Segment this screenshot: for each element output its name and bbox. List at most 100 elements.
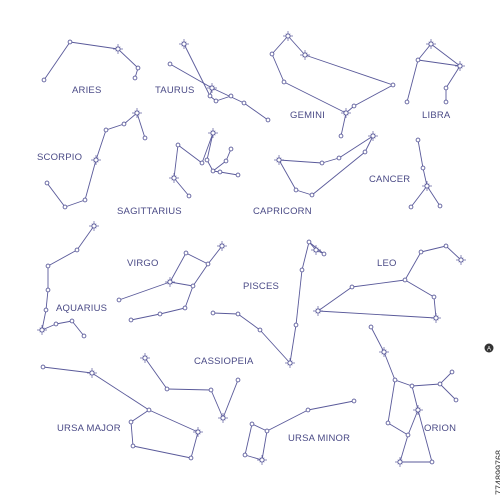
constellation-line (219, 171, 239, 176)
star-icon (408, 204, 414, 210)
constellation-line (130, 409, 150, 423)
constellation-ursa-major (40, 364, 203, 461)
star-icon (415, 57, 421, 63)
label-aries: ARIES (72, 85, 102, 96)
star-core (428, 41, 434, 47)
bright-star-icon (311, 245, 321, 255)
constellation-line (399, 434, 409, 463)
bright-star-icon (456, 255, 466, 265)
constellation-line (410, 185, 428, 208)
constellation-line (207, 245, 223, 265)
constellation-line (144, 357, 168, 390)
star-core (195, 429, 201, 435)
constellation-line (289, 324, 297, 364)
label-sagittarius: SAGITTARIUS (117, 206, 182, 217)
star-core (210, 130, 216, 136)
constellation-line (91, 372, 150, 411)
star-icon (188, 455, 194, 461)
constellation-line (212, 160, 227, 172)
star-icon (249, 421, 255, 427)
constellation-line (295, 189, 313, 196)
bright-star-icon (113, 44, 123, 54)
star-icon (205, 261, 211, 267)
star-icon (242, 452, 248, 458)
constellation-line (136, 112, 146, 139)
star-core (313, 247, 319, 253)
constellation-aquarius (37, 221, 99, 339)
star-icon (62, 204, 68, 210)
star-icon (437, 381, 443, 387)
constellation-line (394, 379, 413, 387)
bright-star-icon (257, 455, 267, 465)
constellation-line (407, 409, 419, 436)
star-icon (128, 419, 134, 425)
star-core (381, 349, 387, 355)
constellation-line (307, 400, 355, 411)
constellation-line (166, 388, 212, 391)
bright-star-icon (193, 427, 203, 437)
star-core (89, 370, 95, 376)
constellation-line (169, 281, 194, 287)
constellation-orion (368, 324, 459, 467)
star-icon (213, 98, 219, 104)
constellation-line (41, 309, 47, 331)
star-icon (45, 263, 51, 269)
constellation-line (169, 63, 213, 89)
star-icon (305, 407, 311, 413)
star-icon (420, 165, 426, 171)
constellation-line (417, 139, 424, 169)
star-core (458, 257, 464, 263)
constellation-line (159, 307, 186, 315)
star-icon (235, 172, 241, 178)
constellation-ursa-minor (242, 398, 357, 465)
constellation-line (192, 263, 209, 287)
star-icon (116, 297, 122, 303)
star-icon (164, 386, 170, 392)
star-icon (431, 294, 437, 300)
bright-star-icon (218, 413, 228, 423)
star-icon (351, 398, 357, 404)
constellation-line (383, 351, 396, 381)
constellation-line (117, 48, 139, 69)
star-icon (217, 169, 223, 175)
constellation-line (45, 289, 49, 311)
star-icon (293, 322, 299, 328)
constellation-line (420, 245, 447, 253)
star-icon (265, 117, 271, 123)
constellation-sagittarius (169, 128, 241, 199)
stock-id-text: 774899768 (494, 449, 500, 495)
star-icon (390, 82, 396, 88)
constellation-line (353, 84, 394, 107)
star-core (457, 63, 463, 69)
constellation-line (445, 245, 462, 261)
star-core (171, 175, 177, 181)
star-core (287, 360, 293, 366)
constellation-line (148, 409, 199, 433)
star-icon (415, 137, 421, 143)
star-icon (269, 51, 275, 57)
bright-star-icon (91, 155, 101, 165)
label-leo: LEO (377, 258, 397, 269)
constellation-line (439, 371, 453, 385)
star-icon (132, 75, 138, 81)
star-icon (210, 310, 216, 316)
star-icon (429, 459, 435, 465)
constellation-line (130, 313, 161, 321)
star-icon (362, 149, 368, 155)
bright-star-icon (285, 358, 295, 368)
star-icon (281, 79, 287, 85)
constellation-line (118, 281, 171, 301)
star-core (142, 355, 148, 361)
constellation-cassiopeia (140, 353, 241, 423)
constellation-line (42, 366, 93, 374)
constellation-line (317, 310, 437, 319)
star-icon (121, 121, 127, 127)
label-gemini: GEMINI (290, 110, 325, 121)
constellation-line (173, 177, 190, 197)
constellation-line (237, 313, 261, 331)
star-icon (103, 127, 109, 133)
constellation-line (321, 157, 340, 164)
star-icon (264, 428, 270, 434)
bright-star-icon (413, 405, 423, 415)
constellation-line (183, 43, 211, 97)
